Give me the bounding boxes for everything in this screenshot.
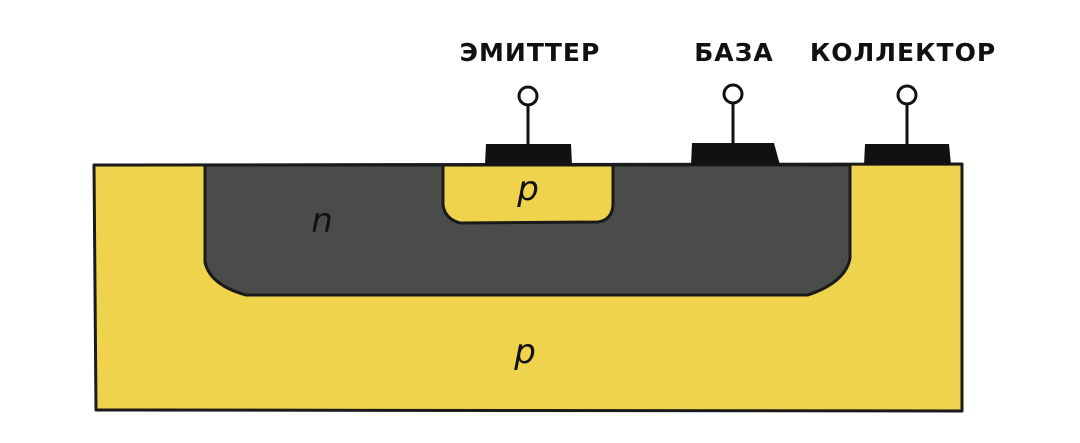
base-contact (691, 143, 780, 165)
n-well-label: n (311, 201, 333, 241)
emitter-terminal-circle (517, 85, 539, 107)
collector-terminal-circle (896, 84, 918, 106)
collector-contact (864, 144, 951, 165)
base-terminal-circle (722, 83, 744, 105)
p-emitter-region (441, 163, 615, 225)
base-label: БАЗА (694, 38, 774, 67)
p-substrate-label: p (513, 332, 536, 372)
collector-label: КОЛЛЕКТОР (810, 38, 996, 67)
emitter-region-label: p (516, 169, 539, 209)
n-well (203, 163, 852, 297)
emitter-label: ЭМИТТЕР (460, 38, 601, 67)
emitter-contact (485, 144, 572, 165)
